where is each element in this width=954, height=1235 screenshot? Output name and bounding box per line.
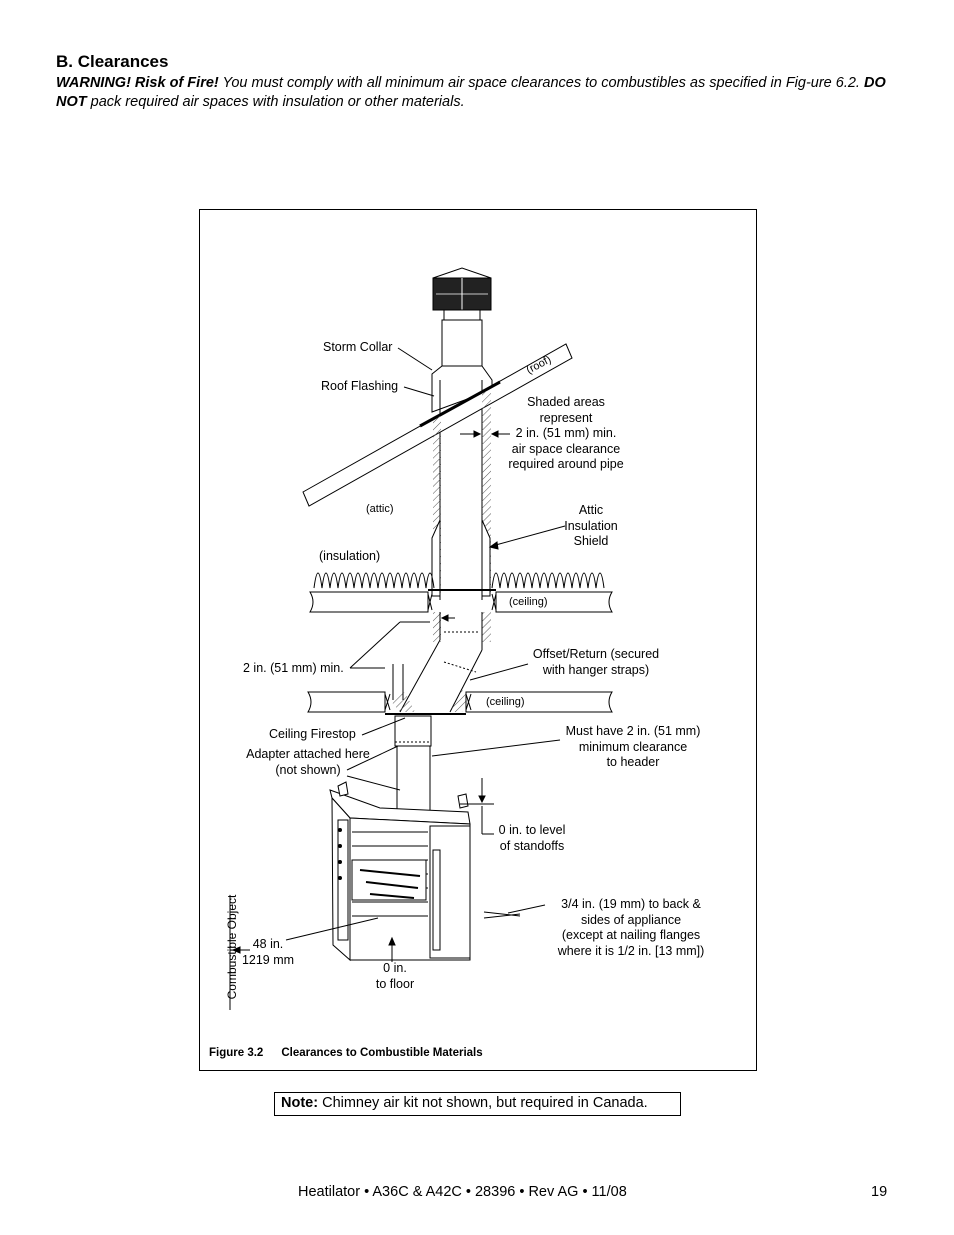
caption-number: Figure 3.2 (209, 1047, 264, 1059)
warning-text-2: pack required air spaces with insulation… (86, 94, 465, 110)
note-text: Chimney air kit not shown, but required … (318, 1095, 648, 1111)
warning-lead: WARNING! Risk of Fire! (56, 75, 219, 91)
fireplace-unit (329, 781, 471, 962)
label-adapter: Adapter attached here (not shown) (242, 747, 374, 778)
label-ceiling-upper: (ceiling) (509, 596, 548, 608)
shaded-line-3: 2 in. (51 mm) min. (515, 426, 617, 440)
shaded-line-5: required around pipe (508, 457, 624, 471)
insulation (313, 572, 605, 589)
label-ceiling-lower: (ceiling) (486, 696, 525, 708)
back-line-1: 3/4 in. (19 mm) to back & (561, 897, 701, 911)
floor-line-2: to floor (375, 976, 415, 991)
warning-text-1: You must comply with all minimum air spa… (218, 75, 864, 91)
back-line-4: where it is 1/2 in. [13 mm]) (557, 943, 705, 958)
note-box: Note: Chimney air kit not shown, but req… (274, 1092, 681, 1116)
label-offset-return: Offset/Return (secured with hanger strap… (528, 647, 664, 678)
attic-shield-line-2: Insulation (564, 518, 618, 533)
standoff-line-1: 0 in. to level (498, 823, 566, 837)
header-line-3: to header (606, 755, 660, 769)
label-attic: (attic) (366, 503, 394, 515)
label-insulation: (insulation) (319, 549, 381, 563)
leader-lines (229, 347, 566, 1010)
adapter-line-2: (not shown) (275, 762, 341, 777)
shaded-line-4: air space clearance (511, 441, 621, 456)
caption-title: Clearances to Combustible Materials (281, 1047, 483, 1059)
back-line-3: (except at nailing flanges (561, 928, 701, 942)
label-attic-insulation-shield: Attic Insulation Shield (562, 503, 620, 550)
in48-line-2: 1219 mm (241, 952, 295, 967)
header-line-2: minimum clearance (578, 739, 688, 754)
lower-pipe (394, 715, 432, 813)
warning-paragraph: WARNING! Risk of Fire! You must comply w… (56, 74, 886, 112)
standoff-line-2: of standoffs (499, 838, 565, 853)
page-number: 19 (871, 1184, 888, 1200)
label-storm-collar: Storm Collar (323, 340, 393, 354)
label-ceiling-firestop: Ceiling Firestop (269, 727, 356, 741)
in48-line-1: 48 in. (252, 937, 284, 951)
label-back-sides: 3/4 in. (19 mm) to back & sides of appli… (552, 897, 710, 959)
floor-line-1: 0 in. (383, 961, 407, 975)
label-shaded-areas: Shaded areas represent 2 in. (51 mm) min… (504, 395, 628, 473)
shaded-line-2: represent (539, 410, 593, 425)
upper-ceiling (309, 589, 613, 613)
offset-line-2: with hanger straps) (542, 662, 650, 677)
label-roof-flashing: Roof Flashing (321, 379, 399, 393)
offset-pipe (390, 612, 491, 713)
lower-ceiling (307, 691, 613, 715)
label-48in: 48 in. 1219 mm (240, 937, 296, 968)
shaded-line-1: Shaded areas (527, 395, 605, 409)
label-header-clearance: Must have 2 in. (51 mm) minimum clearanc… (561, 724, 705, 771)
footer-text: Heatilator • A36C & A42C • 28396 • Rev A… (298, 1184, 627, 1200)
label-2in-min: 2 in. (51 mm) min. (243, 661, 344, 675)
note-lead: Note: (281, 1095, 319, 1111)
attic-shield-line-3: Shield (573, 534, 609, 548)
back-line-2: sides of appliance (580, 912, 682, 927)
figure-caption: Figure 3.2 Clearances to Combustible Mate… (209, 1047, 483, 1059)
warning-do-not: DO NOT (56, 75, 886, 110)
offset-line-1: Offset/Return (secured (532, 647, 660, 661)
adapter-line-1: Adapter attached here (246, 747, 370, 761)
label-standoffs: 0 in. to level of standoffs (494, 823, 570, 854)
header-line-1: Must have 2 in. (51 mm) (565, 724, 701, 738)
section-heading: B. Clearances (56, 52, 169, 71)
label-combustible-object: Combustible Object (225, 894, 239, 1000)
attic-shield-line-1: Attic (578, 503, 604, 517)
figure-frame (199, 209, 757, 1071)
chimney-cap (432, 267, 492, 321)
label-floor: 0 in. to floor (370, 961, 420, 992)
